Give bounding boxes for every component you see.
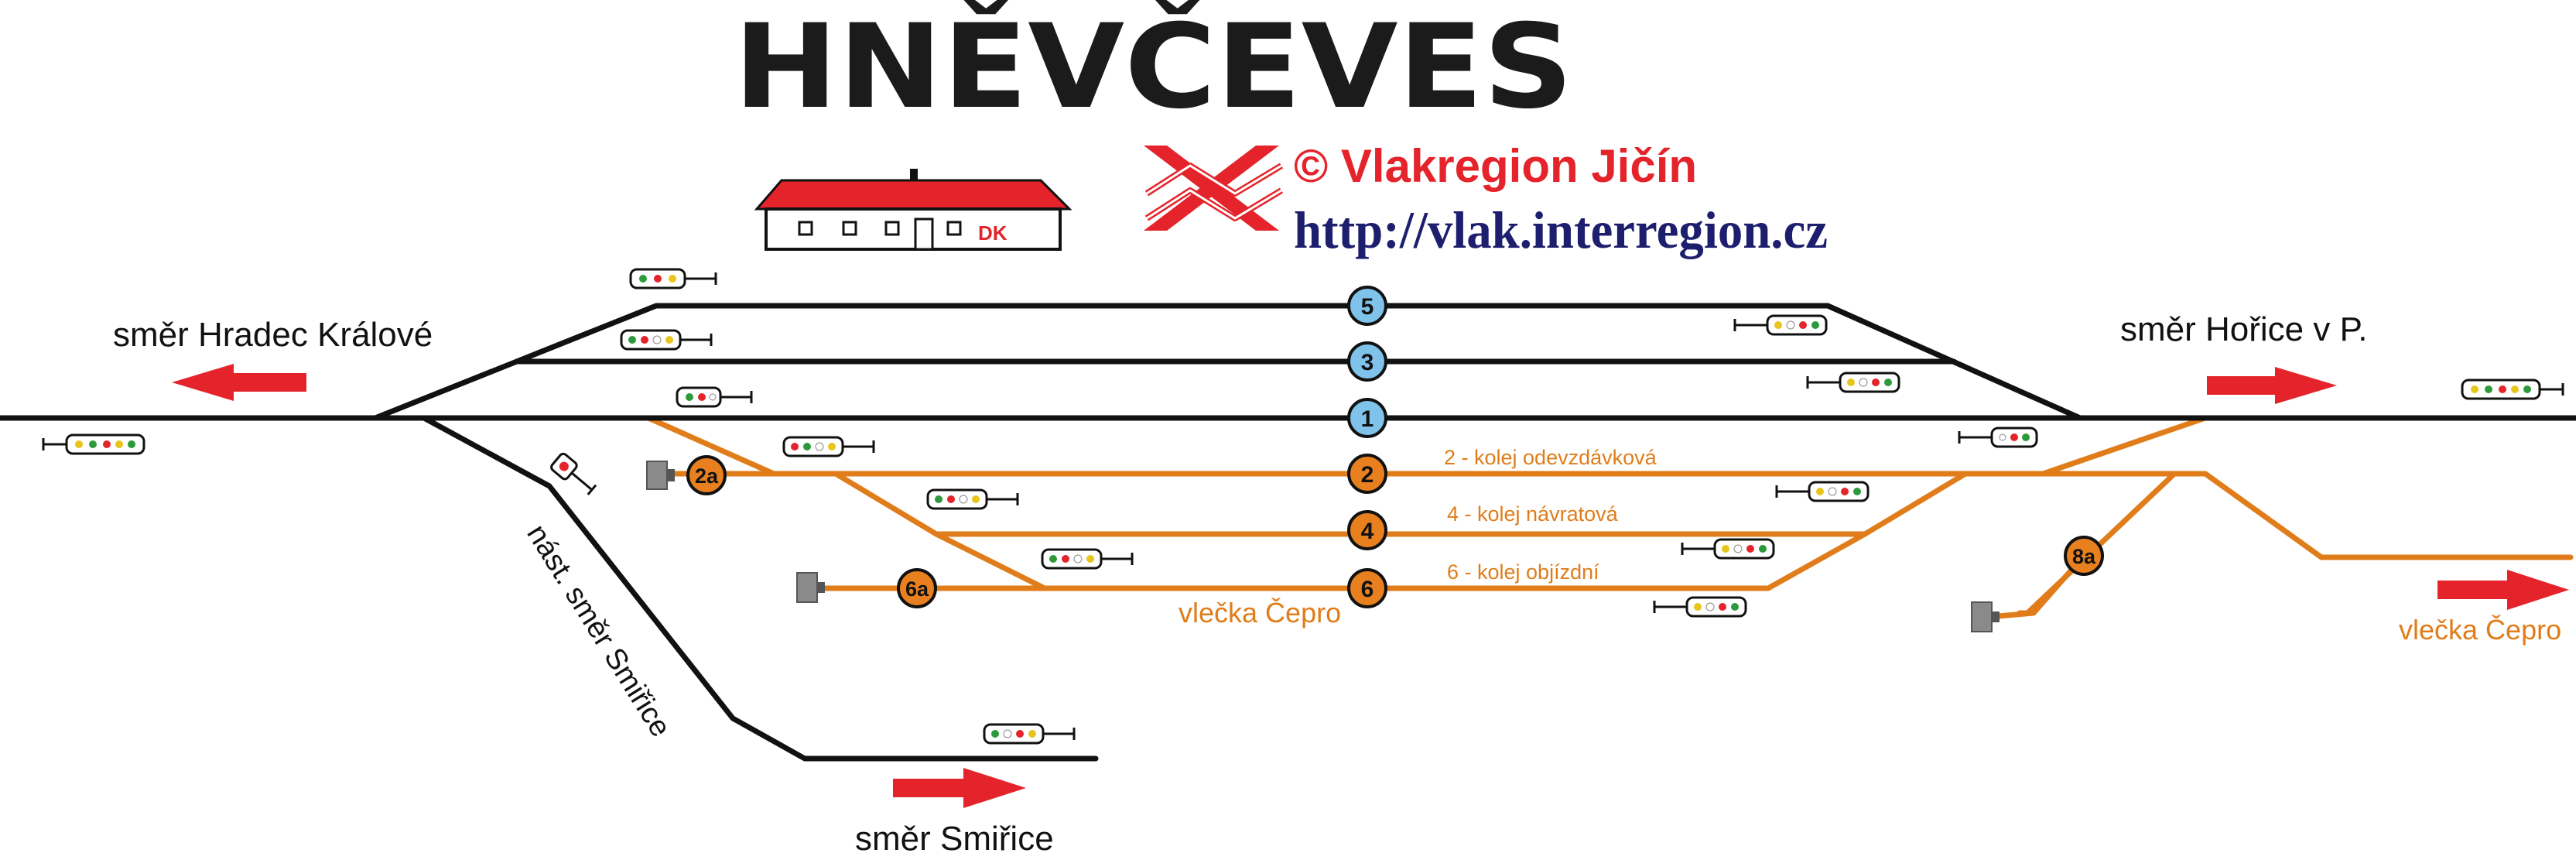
svg-text:1: 1 xyxy=(1361,406,1374,432)
buffer-stop-icon xyxy=(796,572,825,603)
track-number-1: 1 xyxy=(1347,398,1387,438)
track-number-2a: 2a xyxy=(686,455,727,495)
signal-icon xyxy=(1653,596,1747,618)
signal-icon xyxy=(926,488,1019,510)
track-number-6: 6 xyxy=(1347,568,1387,608)
direction-horice-label: směr Hořice v P. xyxy=(2120,310,2368,348)
track-6-label: 6 - kolej objízdní xyxy=(1447,560,1599,584)
siding-tracks xyxy=(645,415,2574,619)
direction-smirice-label: směr Smiřice xyxy=(855,820,1054,853)
track-number-2: 2 xyxy=(1347,454,1387,494)
svg-text:6a: 6a xyxy=(905,577,929,601)
signal-icon xyxy=(629,268,717,289)
signal-icon xyxy=(782,436,875,457)
vlakregion-logo-icon xyxy=(1144,146,1284,231)
track-number-3: 3 xyxy=(1347,341,1387,382)
siding-cepro-right-label: vlečka Čepro xyxy=(2399,614,2561,646)
page-title: HNĚVČEVES xyxy=(734,0,1573,135)
signal-icon xyxy=(2461,379,2564,400)
svg-text:6: 6 xyxy=(1361,577,1374,602)
arrow-right-icon xyxy=(2207,367,2337,404)
signal-icon xyxy=(676,386,753,408)
track-number-5: 5 xyxy=(1347,286,1387,326)
signal-icon xyxy=(1681,538,1775,560)
track-number-4: 4 xyxy=(1347,510,1387,550)
arrow-right-icon xyxy=(2437,570,2569,610)
signal-icon xyxy=(550,452,597,495)
track-number-8a: 8a xyxy=(2064,536,2104,576)
svg-text:2a: 2a xyxy=(695,464,719,488)
main-tracks xyxy=(0,303,2576,762)
signal-icon xyxy=(620,329,713,351)
track-2-label: 2 - kolej odevzdávková xyxy=(1444,446,1657,469)
svg-text:3: 3 xyxy=(1361,350,1374,375)
track-4-label: 4 - kolej návratová xyxy=(1447,502,1619,526)
signal-icon xyxy=(1958,426,2038,448)
siding-cepro-label: vlečka Čepro xyxy=(1179,597,1341,629)
svg-text:2: 2 xyxy=(1361,462,1374,488)
signal-icon xyxy=(42,433,145,455)
station-building-icon xyxy=(754,169,1072,251)
signal-icon xyxy=(983,723,1076,745)
svg-text:5: 5 xyxy=(1361,294,1374,320)
arrow-left-icon xyxy=(172,364,306,401)
track-number-6a: 6a xyxy=(897,568,937,608)
signal-icon xyxy=(1806,372,1900,393)
buffer-stop-icon xyxy=(646,461,675,490)
station-label: DK xyxy=(978,221,1007,245)
signal-icon xyxy=(1733,314,1828,336)
direction-hradec-label: směr Hradec Králové xyxy=(113,316,433,354)
signal-icon xyxy=(1041,548,1134,570)
signal-icon xyxy=(1775,481,1870,502)
arrow-right-icon xyxy=(893,768,1026,808)
copyright-text: © Vlakregion Jičín xyxy=(1294,140,1697,192)
buffer-stop-icon xyxy=(1971,601,2000,632)
svg-text:8a: 8a xyxy=(2072,545,2096,568)
website-url[interactable]: http://vlak.interregion.cz xyxy=(1294,200,1828,259)
svg-text:4: 4 xyxy=(1361,519,1374,544)
